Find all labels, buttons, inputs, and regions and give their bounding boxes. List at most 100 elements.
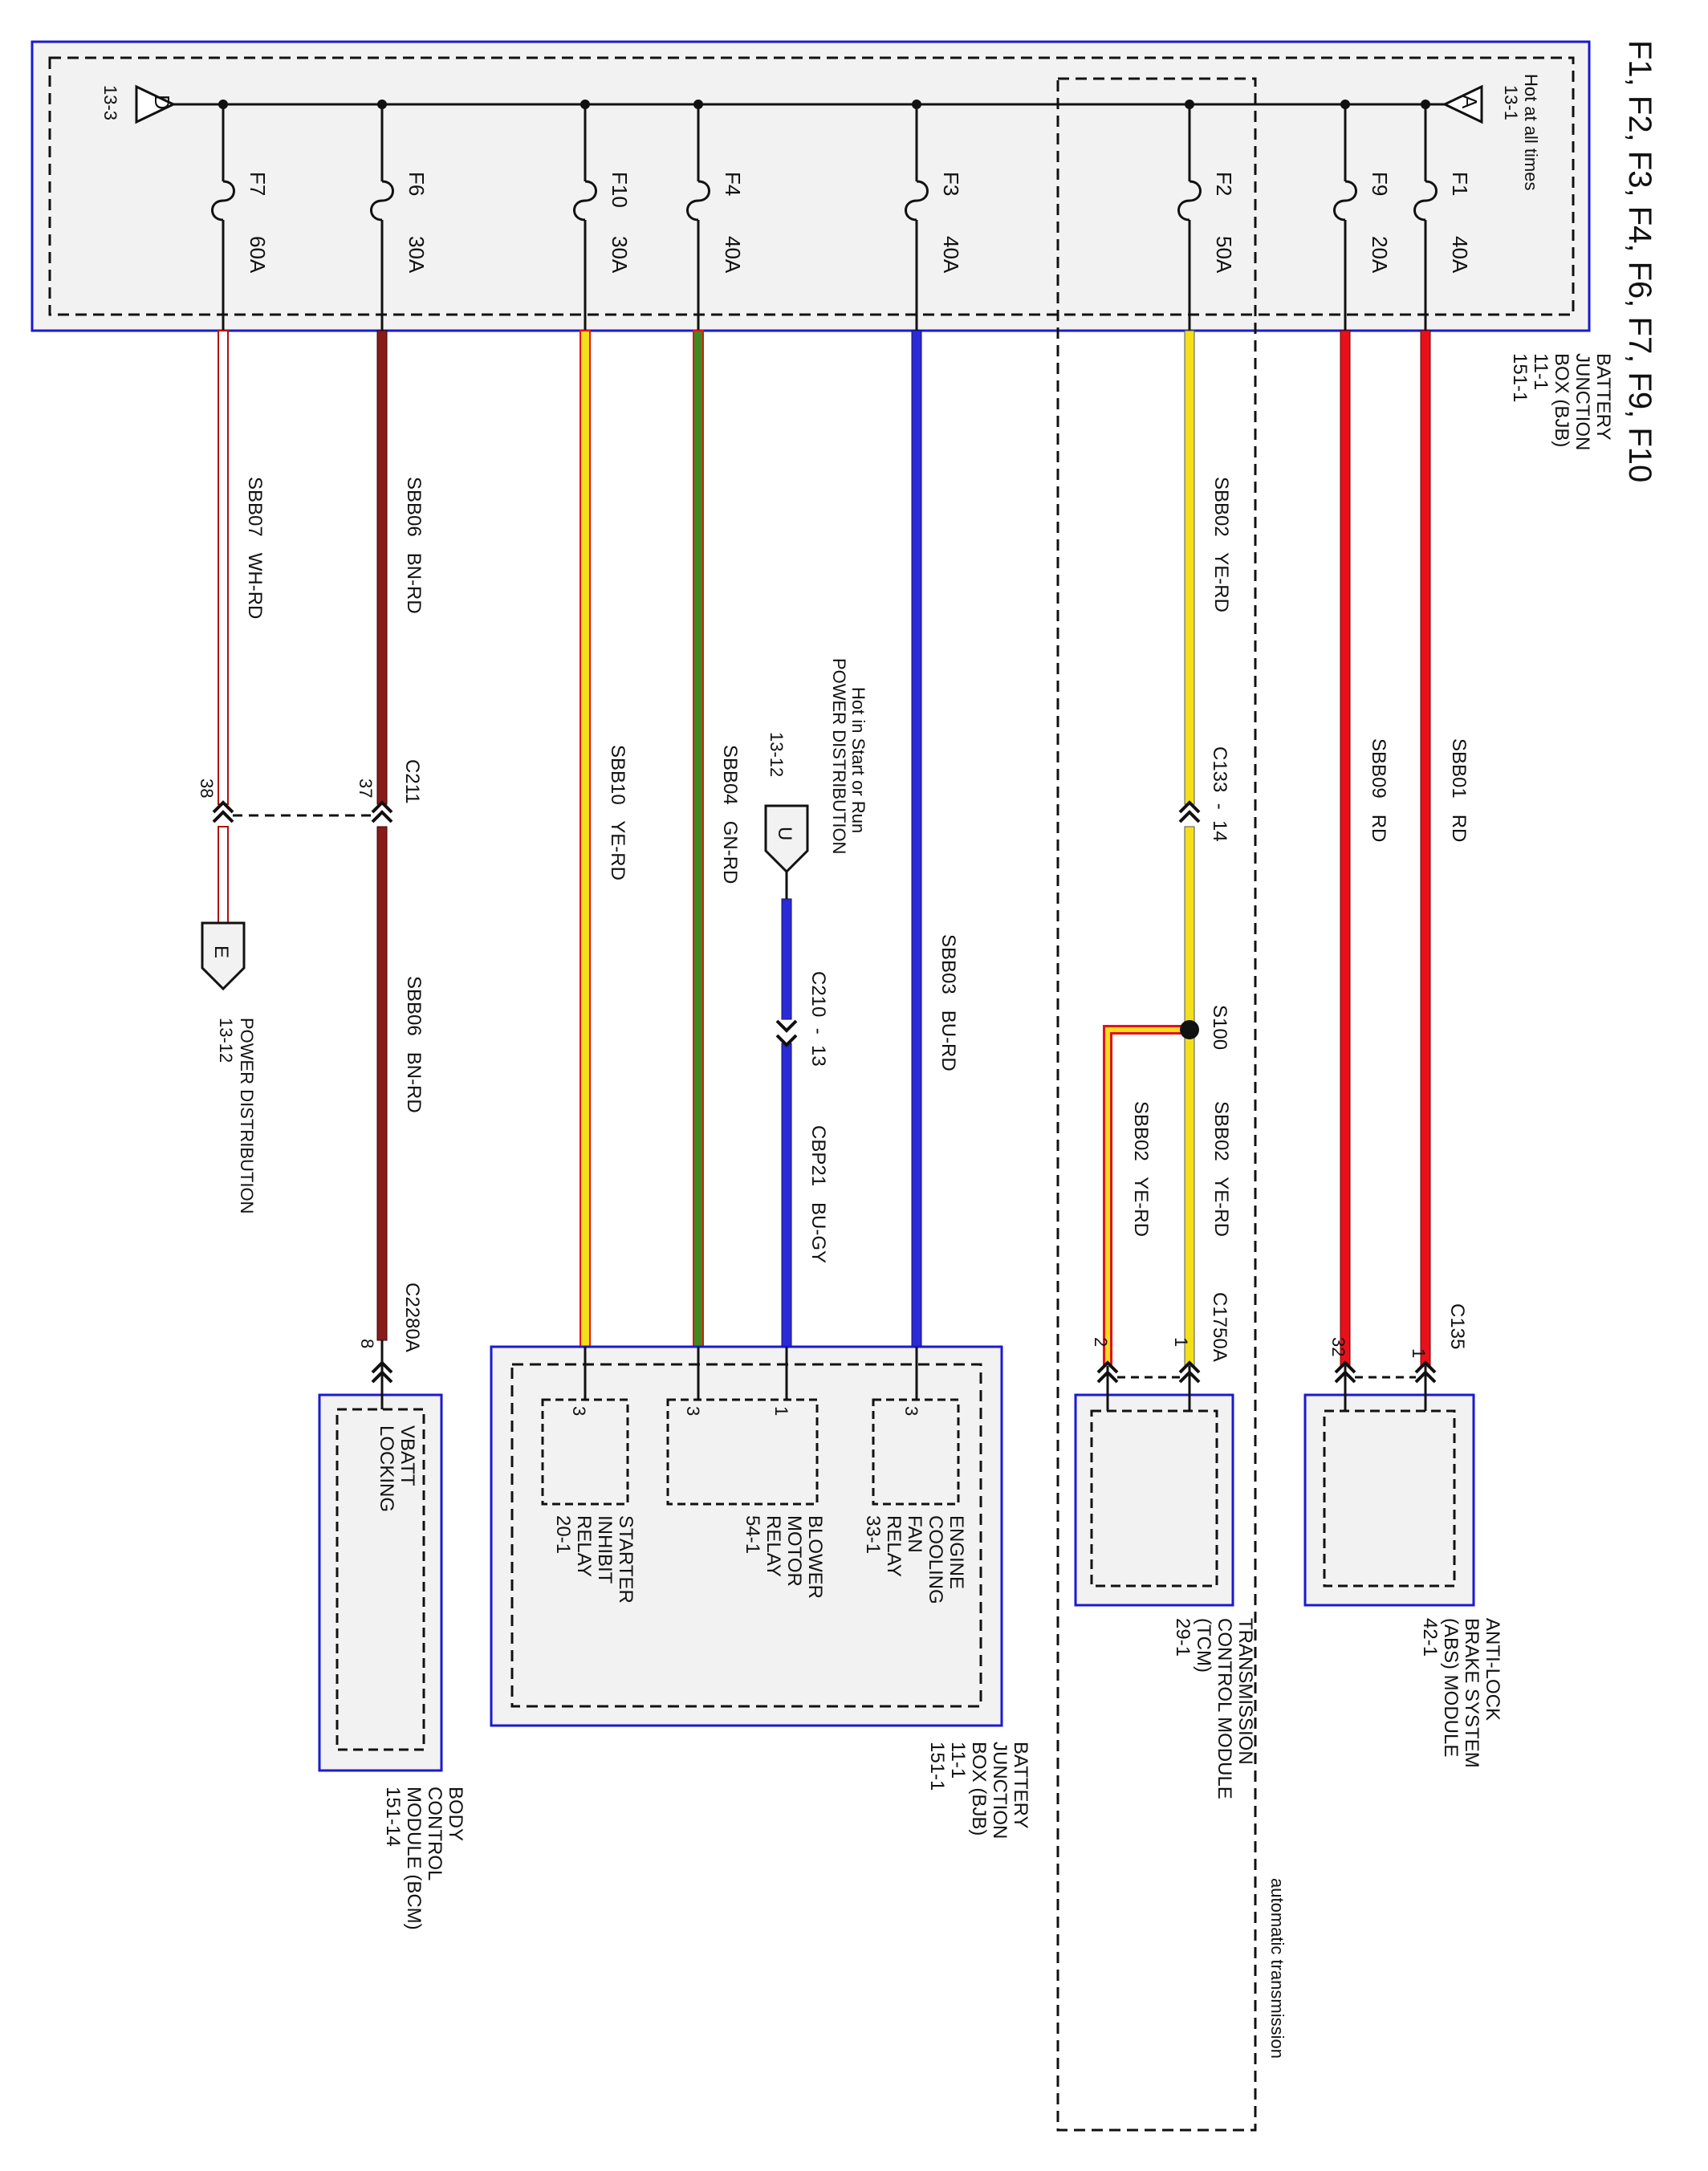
fuse-name: F1 [1448,172,1472,196]
svg-text:JUNCTION: JUNCTION [989,1742,1011,1839]
svg-text:151-1: 151-1 [1509,353,1531,402]
c211-connector-37 [371,800,393,814]
power-e-letter: E [210,945,232,958]
fuse-rating: 40A [1448,236,1472,274]
bcm-module: C2280A 8 VBATT LOCKING BODY CONTROL MODU… [318,1283,466,1930]
label-sbb09: SBB09 RD [1368,738,1389,842]
svg-text:42-1: 42-1 [1419,1618,1441,1657]
connector-a-letter: A [1458,95,1482,109]
fuse-rating: 40A [721,236,745,274]
fuse-f4: F4 40A [686,100,745,331]
svg-text:CONTROL MODULE: CONTROL MODULE [1214,1618,1235,1799]
fuse-name: F2 [1212,172,1236,196]
c2280a-label: C2280A [401,1283,423,1352]
svg-text:JUNCTION: JUNCTION [1572,353,1593,450]
fuse-f1: F1 40A [1413,100,1472,331]
svg-text:BATTERY: BATTERY [1592,353,1614,440]
wire-sbb07-a [218,330,229,805]
wire-sbb06-b [376,826,388,1341]
svg-text:BOX (BJB): BOX (BJB) [1551,353,1572,447]
connector-a-ref: 13-1 [1501,85,1521,120]
s100-label: S100 [1209,1005,1230,1050]
fuse-rating: 50A [1212,236,1236,274]
inline-connectors: C133 - 14 S100 C210 - 13 C211 37 38 [197,746,1230,1067]
wire-sbb02-a [1184,330,1195,805]
label-sbb03: SBB03 BU-RD [937,934,959,1071]
bjb-relay-box: 3 ENGINE COOLING FAN RELAY 33-1 1 3 BLOW… [490,1345,1031,1839]
fuse-rating: 40A [939,236,963,274]
svg-text:RELAY: RELAY [573,1515,595,1577]
svg-text:(TCM): (TCM) [1193,1618,1214,1673]
c133-connector [1178,800,1201,814]
svg-text:LOCKING: LOCKING [376,1425,397,1512]
fuse-rating: 30A [405,236,429,274]
label-sbb02-b: SBB02 YE-RD [1210,1101,1232,1237]
c2280a-pin8: 8 [357,1339,377,1348]
power-u-letter: U [774,827,795,840]
svg-text:CONTROL: CONTROL [424,1787,445,1880]
fuse-symbol-icon [1177,180,1202,222]
label-sbb04: SBB04 GN-RD [719,745,741,884]
power-u: Hot in Start or Run POWER DISTRIBUTION 1… [764,658,868,899]
fuse-name: F9 [1368,172,1392,196]
fuse-symbol-icon [1413,180,1438,222]
wire-sbb03 [911,330,922,1348]
svg-text:151-1: 151-1 [926,1742,948,1791]
svg-text:ENGINE: ENGINE [946,1515,967,1589]
svg-text:13-12: 13-12 [216,1018,236,1063]
svg-text:INHIBIT: INHIBIT [594,1515,616,1584]
c1750a-label: C1750A [1209,1292,1230,1362]
svg-text:ANTI-LOCK: ANTI-LOCK [1482,1618,1503,1721]
fuse-name: F4 [721,172,745,196]
svg-text:13-12: 13-12 [767,732,787,777]
auto-trans-boundary [1056,77,1257,2132]
svg-text:(ABS) MODULE: (ABS) MODULE [1440,1618,1462,1757]
wire-sbb07-b [218,826,229,924]
svg-text:BLOWER: BLOWER [804,1515,826,1599]
c210-connector [775,1019,798,1033]
label-sbb01: SBB01 RD [1448,738,1470,842]
fuse-symbol-icon [1333,180,1357,222]
svg-text:BATTERY: BATTERY [1010,1742,1031,1828]
bjb-fuse-panel: A 13-1 Hot at all times D 13-3 [31,40,1591,332]
auto-trans-label: automatic transmission [1267,1878,1287,2059]
svg-text:3: 3 [901,1406,921,1416]
wire-labels: SBB01 RD SBB09 RD SBB02 YE-RD SBB02 YE-R… [244,477,1470,1263]
svg-text:20-1: 20-1 [552,1515,574,1554]
fuse-symbol-icon [211,180,235,222]
svg-text:MODULE (BCM): MODULE (BCM) [403,1787,425,1930]
fuse-f6: F6 30A [370,100,429,331]
svg-text:151-14: 151-14 [382,1787,404,1847]
svg-text:FAN: FAN [904,1515,925,1553]
fuse-f9: F9 20A [1333,100,1392,331]
c210-label: C210 - 13 [807,971,829,1067]
fuse-symbol-icon [573,180,597,222]
svg-text:COOLING: COOLING [925,1515,946,1604]
fuse-rating: 20A [1368,236,1392,274]
power-e: E POWER DISTRIBUTION 13-12 [201,921,257,1214]
wire-sbb04 [693,330,704,1348]
svg-text:BRAKE SYSTEM: BRAKE SYSTEM [1461,1618,1482,1768]
power-e-flag [201,921,246,991]
power-u-flag [764,804,809,874]
svg-text:RELAY: RELAY [883,1515,905,1577]
label-sbb02-c: SBB02 YE-RD [1130,1101,1152,1237]
fuse-name: F6 [405,172,429,196]
svg-text:54-1: 54-1 [742,1515,763,1554]
connector-d-flag [135,84,177,124]
tcm-module: C1750A 1 2 TRANSMISSION CONTROL MODULE (… [1074,1292,1256,1799]
label-sbb07: SBB07 WH-RD [244,477,266,619]
fuse-name: F7 [246,172,270,196]
wire-cbp21-b [781,1043,792,1348]
c135-label: C135 [1446,1303,1468,1349]
wire-sbb02-b [1184,826,1195,1028]
svg-text:POWER DISTRIBUTION: POWER DISTRIBUTION [829,658,849,854]
svg-text:BOX (BJB): BOX (BJB) [968,1742,990,1836]
svg-text:33-1: 33-1 [862,1515,884,1554]
svg-text:MOTOR: MOTOR [783,1515,805,1587]
hot-label: Hot at all times [1521,74,1541,191]
label-cbp21: CBP21 BU-GY [807,1125,829,1263]
svg-text:29-1: 29-1 [1172,1618,1194,1657]
wire-sbb06-a [376,330,388,805]
